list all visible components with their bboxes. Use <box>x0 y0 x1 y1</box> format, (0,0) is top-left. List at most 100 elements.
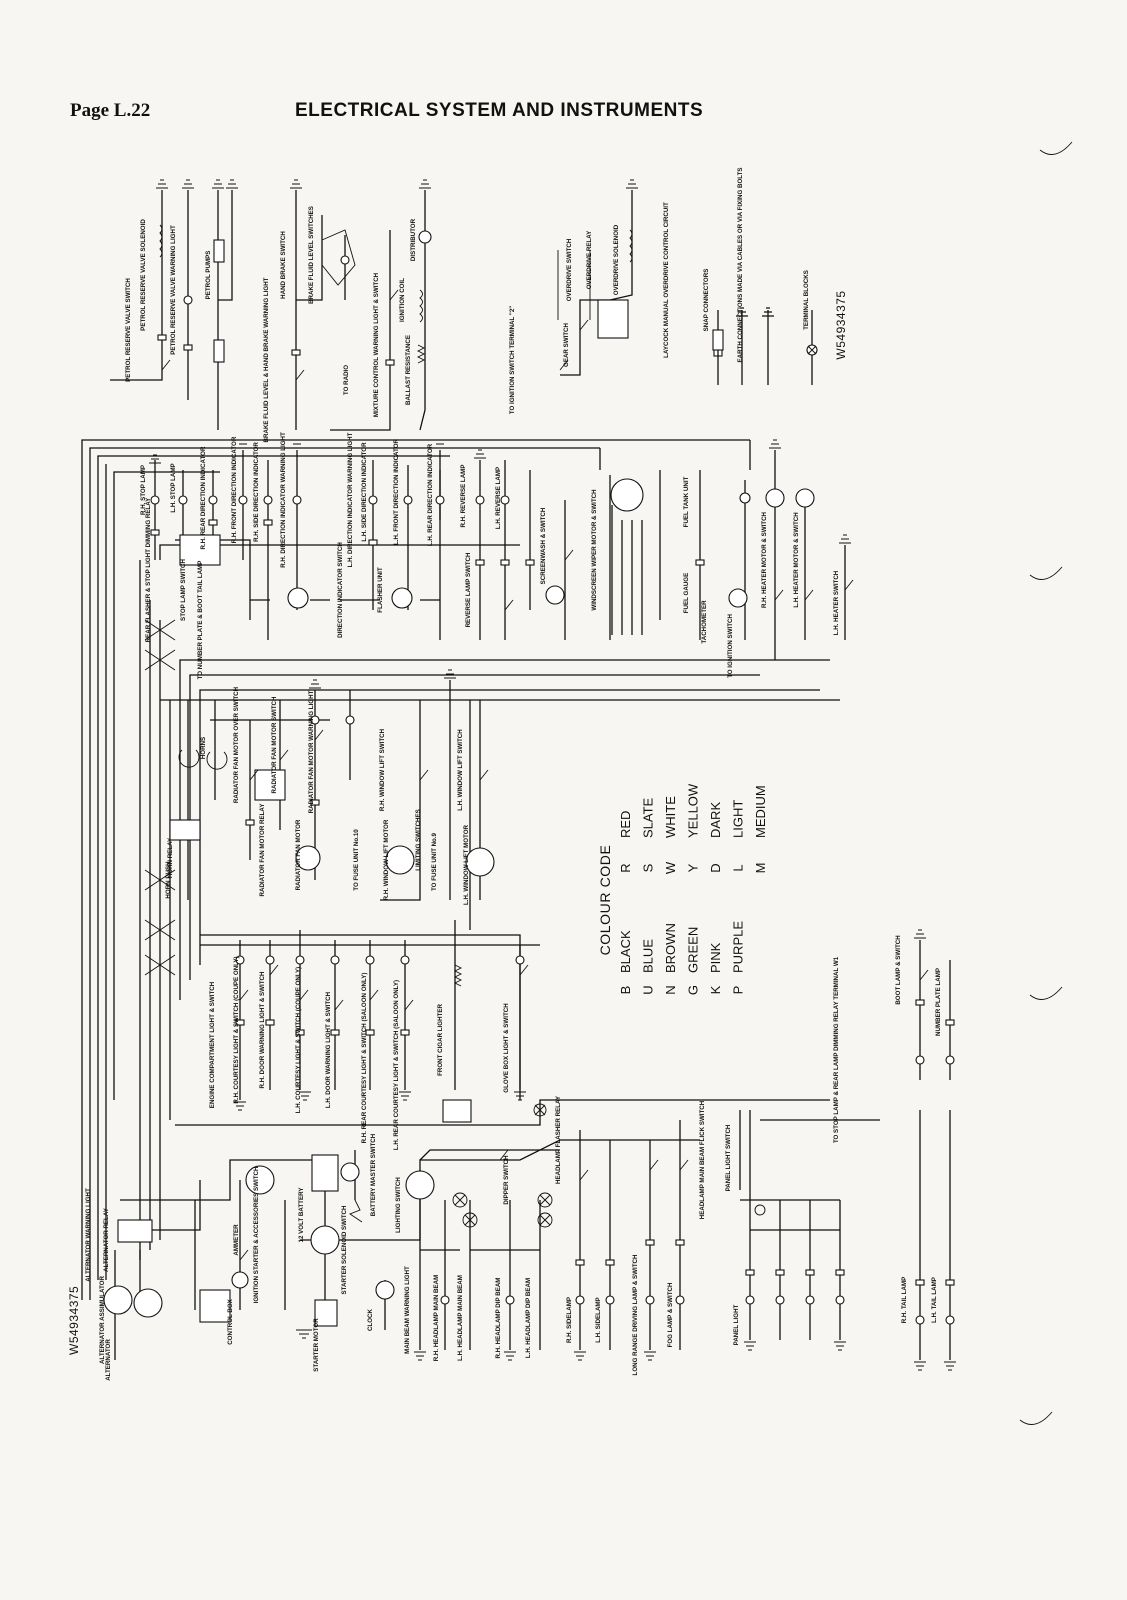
label-top-4: BRAKE FLUID LEVEL & HAND BRAKE WARNING L… <box>263 277 270 442</box>
label-lower-1: HORN RELAY <box>167 837 174 878</box>
label-top-14: OVERDRIVE SWITCH <box>566 238 573 301</box>
label-mid-1: L.H. STOP LAMP <box>170 463 177 512</box>
label-lower-3: RADIATOR FAN MOTOR OVER SWITCH <box>233 686 240 803</box>
legend-label-1: EARTH CONNECTIONS MADE VIA CABLES OR VIA… <box>737 167 744 362</box>
label-top-6: BRAKE FLUID LEVEL SWITCHES <box>308 206 315 304</box>
label-mid-6: L.H. DIRECTION INDICATOR WARNING LIGHT <box>347 432 354 567</box>
colour-code-letter: N <box>663 985 678 994</box>
colour-code-letter: W <box>663 861 678 874</box>
label-bottom-17: L.H. HEADLAMP DIP BEAM <box>525 1278 532 1358</box>
label-bottom-26: PANEL LIGHT <box>733 1304 740 1345</box>
label-mid-20: L.H. HEATER SWITCH <box>833 570 840 635</box>
label-mid-22: FLASHER UNIT <box>377 567 384 613</box>
label-mid-11: L.H. REVERSE LAMP <box>495 467 502 529</box>
label-mid-13: SCREENWASH & SWITCH <box>540 507 547 584</box>
colour-code-name: SLATE <box>641 797 656 838</box>
label-lower-22: FRONT CIGAR LIGHTER <box>437 1004 444 1076</box>
label-lower-10: R.H. WINDOW LIFT MOTOR <box>383 819 390 900</box>
legend-symbols <box>712 307 818 385</box>
colour-code-name: GREEN <box>686 927 701 973</box>
label-top-2: PETROL RESERVE VALVE WARNING LIGHT <box>170 225 177 355</box>
label-mid-21: DIRECTION INDICATOR SWITCH <box>337 542 344 638</box>
label-bottom-23: FOG LAMP & SWITCH <box>667 1282 674 1347</box>
colour-code-name: MEDIUM <box>753 785 768 838</box>
label-lower-11: L.H. WINDOW LIFT MOTOR <box>463 824 470 904</box>
label-lower-9: TO FUSE UNIT No.9 <box>431 832 438 891</box>
label-lower-2: HORN PUSH <box>165 861 172 899</box>
label-top-16: OVERDRIVE SOLENOID <box>613 224 620 295</box>
colour-code-letter: M <box>753 863 768 874</box>
label-top-5: HAND BRAKE SWITCH <box>280 231 287 299</box>
label-bottom-6: IGNITION STARTER & ACCESSORIES SWITCH <box>253 1166 260 1303</box>
colour-code-name: RED <box>618 811 633 838</box>
label-mid-5: R.H. DIRECTION INDICATOR WARNING LIGHT <box>280 432 287 568</box>
label-mid-7: L.H. SIDE DIRECTION INDICATOR <box>361 442 368 542</box>
label-top-8: MIXTURE CONTROL WARNING LIGHT & SWITCH <box>373 272 380 417</box>
binder-marks <box>1019 141 1073 1425</box>
colour-code-letter: R <box>618 863 633 872</box>
label-lower-0: HORNS <box>200 737 207 759</box>
label-top-13: GEAR SWITCH <box>563 322 570 367</box>
colour-code-letter: S <box>641 863 656 872</box>
page-number: Page L.22 <box>70 100 151 121</box>
label-top-17: LAYCOCK MANUAL OVERDRIVE CONTROL CIRCUIT <box>663 202 670 358</box>
label-mid-16: FUEL TANK UNIT <box>683 476 690 527</box>
colour-code-name: LIGHT <box>731 800 746 838</box>
label-top-11: DISTRIBUTOR <box>410 218 417 261</box>
page-header: Page L.22 ELECTRICAL SYSTEM AND INSTRUME… <box>70 100 770 130</box>
label-lower-14: LIMITING SWITCHES <box>415 809 422 871</box>
label-bottom-1: ALTERNATOR RELAY <box>103 1207 110 1272</box>
colour-code-name: YELLOW <box>686 783 701 838</box>
top-circuits <box>110 190 633 431</box>
label-top-10: IGNITION COIL <box>399 278 406 322</box>
label-lower-21: L.H. REAR COURTESY LIGHT & SWITCH (SALOO… <box>393 980 400 1150</box>
label-lower-24: BOOT LAMP & SWITCH <box>895 935 902 1005</box>
label-lower-26: TO STOP LAMP & REAR LAMP DIMMING RELAY T… <box>833 956 840 1143</box>
label-top-0: PETROL RESERVE VALVE SWITCH <box>125 278 132 382</box>
label-lower-8: TO FUSE UNIT No.10 <box>353 829 360 891</box>
drawing-ref-top-right: W54934375 <box>834 290 848 359</box>
label-bottom-7: 12 VOLT BATTERY <box>298 1187 305 1243</box>
label-bottom-3: ALTERNATOR <box>105 1339 112 1381</box>
page-title: ELECTRICAL SYSTEM AND INSTRUMENTS <box>295 100 704 121</box>
label-lower-17: R.H. DOOR WARNING LIGHT & SWITCH <box>259 971 266 1088</box>
label-bottom-15: L.H. HEADLAMP MAIN BEAM <box>457 1275 464 1361</box>
label-mid-3: R.H. FRONT DIRECTION INDICATOR <box>231 436 238 543</box>
colour-code-heading: COLOUR CODE <box>597 845 613 956</box>
label-mid-26: TO IGNITION SWITCH <box>727 614 734 678</box>
label-bottom-27: R.H. TAIL LAMP <box>901 1277 908 1324</box>
label-lower-4: RADIATOR FAN MOTOR SWITCH <box>271 696 278 793</box>
label-lower-12: R.H. WINDOW LIFT SWITCH <box>379 728 386 811</box>
earth-symbols <box>149 179 956 1371</box>
colour-code-table: COLOUR CODE BBLACKUBLUENBROWNGGREENKPINK… <box>597 783 768 995</box>
label-mid-8: L.H. FRONT DIRECTION INDICATOR <box>393 438 400 545</box>
label-bottom-19: HEADLAMP FLASHER RELAY <box>555 1095 562 1184</box>
label-bottom-8: BATTERY MASTER SWITCH <box>370 1133 377 1216</box>
label-mid-10: R.H. REVERSE LAMP <box>460 465 467 528</box>
legend-label-0: SNAP CONNECTORS <box>703 269 710 332</box>
colour-code-name: DARK <box>708 802 723 838</box>
mid-circuits <box>154 450 846 660</box>
label-lower-20: R.H. REAR COURTESY LIGHT & SWITCH (SALOO… <box>361 973 368 1144</box>
colour-code-name: BLACK <box>618 930 633 973</box>
colour-code-letter: L <box>731 864 746 871</box>
label-lower-16: R.H. COURTESY LIGHT & SWITCH (COUPE ONLY… <box>233 956 240 1103</box>
colour-code-letter: K <box>708 985 723 994</box>
label-top-3: PETROL PUMPS <box>205 251 212 300</box>
label-bottom-21: L.H. SIDELAMP <box>595 1297 602 1342</box>
legend-label-2: TERMINAL BLOCKS <box>803 270 810 330</box>
label-top-15: OVERDRIVE RELAY <box>586 230 593 289</box>
label-bottom-4: CONTROL BOX <box>227 1298 234 1344</box>
label-bottom-12: LIGHTING SWITCH <box>395 1177 402 1233</box>
label-lower-19: L.H. DOOR WARNING LIGHT & SWITCH <box>325 991 332 1108</box>
components <box>103 224 955 1327</box>
label-bottom-28: L.H. TAIL LAMP <box>931 1277 938 1323</box>
label-bottom-14: R.H. HEADLAMP MAIN BEAM <box>433 1275 440 1362</box>
label-bottom-0: ALTERNATOR WARNING LIGHT <box>85 1188 92 1282</box>
label-mid-14: WINDSCREEN WIPER MOTOR & SWITCH <box>591 489 598 611</box>
label-mid-19: L.H. HEATER MOTOR & SWITCH <box>793 512 800 608</box>
colour-code-name: PINK <box>708 942 723 973</box>
colour-code-letter: D <box>708 863 723 872</box>
colour-code-letter: G <box>686 985 701 995</box>
